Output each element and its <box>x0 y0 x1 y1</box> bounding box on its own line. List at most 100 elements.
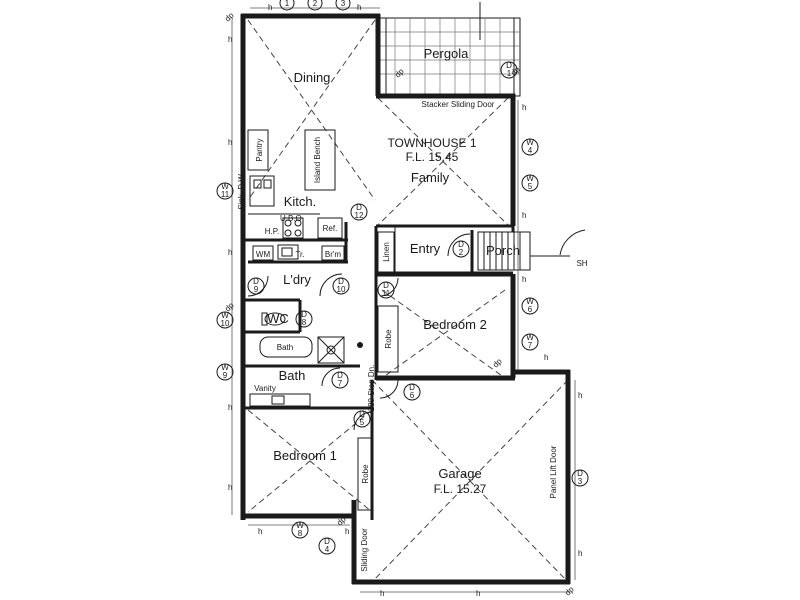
label-wm: WM <box>256 250 271 259</box>
room-townhouse-title: TOWNHOUSE 1 <box>387 136 476 150</box>
label-step-down: 180 Step Dn. <box>367 365 376 412</box>
svg-text:D: D <box>253 277 259 286</box>
h-marker: h <box>228 35 232 44</box>
label-linen: Linen <box>382 242 391 262</box>
label-tr: Tr. <box>295 250 304 259</box>
tag-top-2: 2 <box>307 0 323 11</box>
svg-text:9: 9 <box>223 371 228 380</box>
svg-text:11: 11 <box>382 289 391 298</box>
tag-w7: W 7 <box>521 333 539 351</box>
h-marker: h <box>258 527 262 536</box>
walls <box>240 13 571 585</box>
label-ref: Ref. <box>323 224 338 233</box>
svg-text:11: 11 <box>221 190 230 199</box>
tag-d5: D 5 <box>353 410 371 428</box>
label-stacker-door: Stacker Sliding Door <box>422 100 495 109</box>
tag-d1: D 1 <box>500 61 518 79</box>
svg-text:D: D <box>506 61 512 70</box>
room-labels: Dining Pergola TOWNHOUSE 1 F.L. 15.45 Fa… <box>267 46 520 496</box>
room-wc: WC <box>267 311 289 326</box>
svg-text:W: W <box>221 311 229 320</box>
svg-text:8: 8 <box>302 318 307 327</box>
svg-text:W: W <box>296 521 304 530</box>
label-sliding-door: Sliding Door <box>360 528 369 572</box>
svg-text:5: 5 <box>528 182 533 191</box>
fixture-geometry <box>247 129 586 560</box>
svg-text:7: 7 <box>338 379 343 388</box>
room-bath: Bath <box>279 368 306 383</box>
tag-w8: W 8 <box>291 521 309 539</box>
svg-text:D: D <box>337 371 343 380</box>
tag-d6: D 6 <box>403 383 421 401</box>
tag-d11: D 11 <box>377 281 395 299</box>
svg-text:1: 1 <box>507 69 512 78</box>
tag-d4: D 4 <box>318 537 336 555</box>
dimension-lines <box>231 7 576 593</box>
tag-d2: D 2 <box>452 240 470 258</box>
svg-text:6: 6 <box>528 305 533 314</box>
h-marker: h <box>578 549 582 558</box>
svg-text:W: W <box>526 138 534 147</box>
tag-d9: D 9 <box>247 277 265 295</box>
room-laundry: L'dry <box>283 272 311 287</box>
room-pergola: Pergola <box>424 46 470 61</box>
svg-text:4: 4 <box>325 545 330 554</box>
h-marker: h <box>345 527 349 536</box>
h-marker: h <box>380 589 384 598</box>
svg-text:1: 1 <box>285 0 290 8</box>
room-porch: Porch <box>486 243 520 258</box>
svg-text:D: D <box>458 240 464 249</box>
h-marker: h <box>357 3 361 12</box>
tag-top-1: 1 <box>279 0 295 11</box>
label-hp: H.P. <box>265 227 280 236</box>
svg-text:7: 7 <box>528 341 533 350</box>
svg-text:W: W <box>221 182 229 191</box>
label-robe-bed-1: Robe <box>361 464 370 484</box>
room-family: Family <box>411 170 450 185</box>
tag-w6: W 6 <box>521 297 539 315</box>
h-marker: h <box>522 275 526 284</box>
room-bedroom-1: Bedroom 1 <box>273 448 337 463</box>
room-bedroom-2: Bedroom 2 <box>423 317 487 332</box>
svg-text:D: D <box>383 281 389 290</box>
svg-text:D: D <box>409 383 415 392</box>
label-sh: SH <box>576 259 587 268</box>
label-panel-lift-door: Panel Lift Door <box>549 445 558 498</box>
svg-text:D: D <box>324 537 330 546</box>
label-sink-dw: Sink, D.W. <box>237 172 246 209</box>
floor-level-garage: F.L. 15.27 <box>434 482 487 496</box>
label-robe-bed-2: Robe <box>384 329 393 349</box>
label-island-bench: Island Bench <box>313 137 322 183</box>
svg-text:8: 8 <box>298 529 303 538</box>
svg-text:W: W <box>221 363 229 372</box>
h-marker: h <box>228 248 232 257</box>
tags: D 1 D 2 D 3 D 4 D 5 D 6 D <box>216 0 589 555</box>
tag-d3: D 3 <box>571 469 589 487</box>
svg-text:6: 6 <box>410 391 415 400</box>
svg-text:5: 5 <box>360 418 365 427</box>
roof-diagonals <box>247 19 569 583</box>
dp-marker: dp <box>491 356 504 369</box>
tag-w9: W 9 <box>216 363 234 381</box>
tag-top-3: 3 <box>335 0 351 11</box>
svg-text:10: 10 <box>337 285 346 294</box>
svg-text:9: 9 <box>254 285 259 294</box>
svg-text:W: W <box>526 297 534 306</box>
svg-text:12: 12 <box>355 211 364 220</box>
label-ubo: U.B.O. <box>280 214 304 223</box>
tag-d8: D 8 <box>295 310 313 328</box>
label-vanity: Vanity <box>254 384 276 393</box>
dp-marker: dp <box>223 10 236 23</box>
tag-w11: W 11 <box>216 182 234 200</box>
room-dining: Dining <box>294 70 331 85</box>
fixture-labels: Stacker Sliding Door Pantry Island Bench… <box>237 100 588 572</box>
svg-text:2: 2 <box>459 248 464 257</box>
svg-text:D: D <box>356 203 362 212</box>
svg-text:2: 2 <box>313 0 318 8</box>
h-marker: h <box>522 103 526 112</box>
h-marker: h <box>522 211 526 220</box>
svg-text:D: D <box>338 277 344 286</box>
tag-w5: W 5 <box>521 174 539 192</box>
h-marker: h <box>228 483 232 492</box>
